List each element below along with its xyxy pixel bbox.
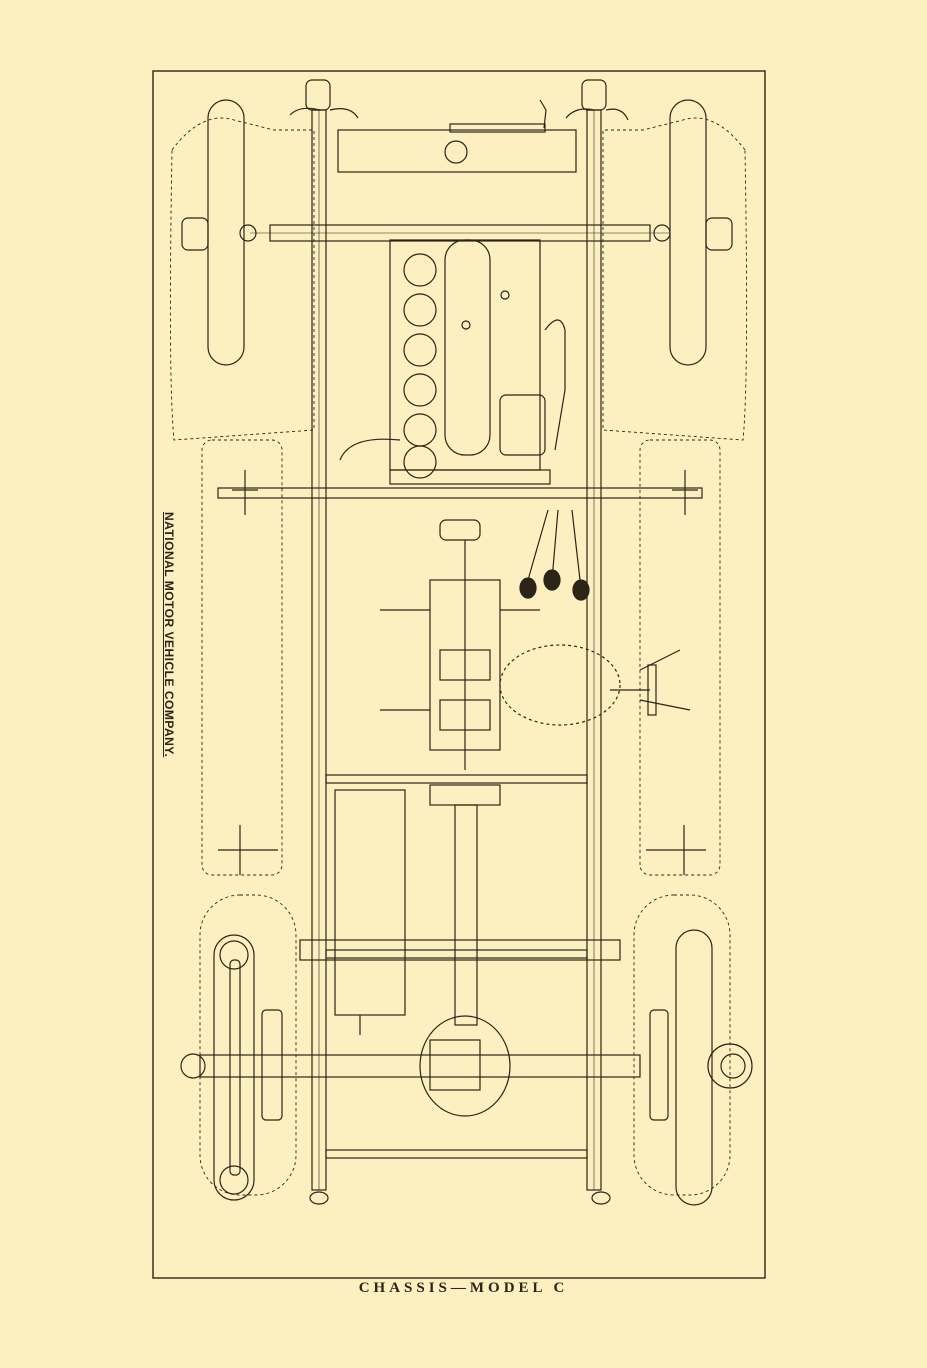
front-axle [239,224,671,242]
front-right-wheel [669,99,733,366]
front-left-wheel [181,99,245,366]
engine [339,239,566,485]
rear-right-wheel [649,929,753,1206]
radiator [337,99,577,173]
pedals [519,509,691,716]
drawing-caption: CHASSIS—MODEL C [358,1280,569,1296]
rear-left-wheel [213,934,283,1201]
frame-rails [289,79,629,1205]
company-name: NATIONAL MOTOR VEHICLE COMPANY. [162,512,176,758]
fenders [169,117,748,1196]
cross-members [217,470,706,1159]
transmission [380,519,621,770]
driveshaft [334,784,501,1035]
rear-axle [180,939,746,1117]
drawing-border [152,70,766,1279]
